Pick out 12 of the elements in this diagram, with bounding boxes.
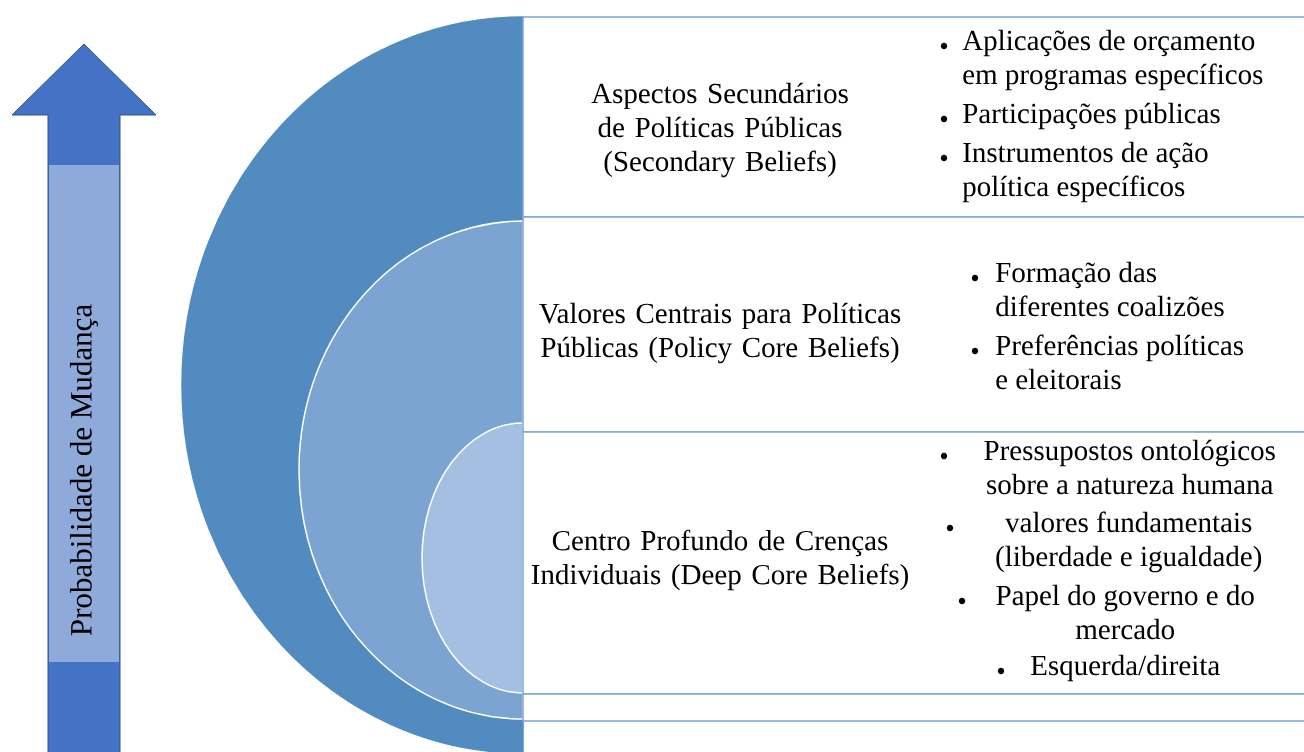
bullet-text: Papel do governo e do mercado — [996, 584, 1254, 640]
bullet-text: Participações públicas — [963, 102, 1220, 130]
bullet-text: Formação das diferentes coalizões — [996, 261, 1224, 317]
band-heading: Valores Centrais para Políticas Públicas (Policy Core Beliefs) — [539, 302, 901, 364]
bullet-text: Esquerda/direita — [1031, 654, 1220, 682]
bullet-text: valores fundamentais (liberdade e igualdade) — [996, 511, 1262, 573]
empty-band — [522, 693, 1304, 722]
bullet-text: Instrumentos de ação política específicos — [962, 141, 1208, 203]
bullet-text: Aplicações de orçamento em programas específicos — [962, 29, 1263, 91]
band-heading: Aspectos Secundários de Políticas Públicas (Secondary Beliefs) — [591, 82, 848, 178]
bullet-text: Preferências políticas e eleitorais — [996, 334, 1243, 390]
band-heading: Centro Profundo de Crenças Individuais (Deep Core Beliefs) — [531, 529, 908, 591]
